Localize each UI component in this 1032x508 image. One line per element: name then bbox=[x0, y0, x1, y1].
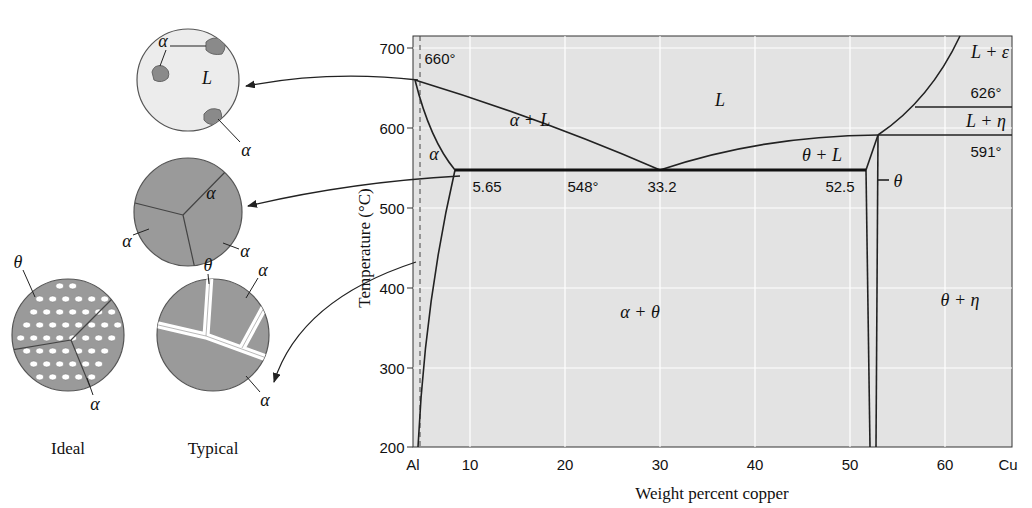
axis-tick: 500 bbox=[379, 201, 404, 216]
leader-line bbox=[246, 376, 260, 392]
leader-line bbox=[133, 229, 149, 235]
microstructure-circle: ααα bbox=[133, 157, 243, 267]
circle-outline bbox=[133, 157, 243, 267]
phase-region: L bbox=[715, 91, 725, 109]
microstructure-circle: αLα bbox=[136, 28, 240, 132]
axis-tick: 50 bbox=[842, 457, 859, 472]
grid bbox=[413, 36, 1012, 447]
composition-value: 33.2 bbox=[647, 179, 676, 194]
caption-label: Ideal bbox=[51, 440, 85, 457]
phase-label: L bbox=[202, 69, 212, 87]
axis-tick: 60 bbox=[937, 457, 954, 472]
ticks bbox=[407, 48, 413, 447]
phase-label: α bbox=[158, 32, 167, 50]
phase-label: α bbox=[122, 232, 131, 250]
leader-line bbox=[170, 46, 206, 47]
phase-label: α bbox=[260, 391, 269, 409]
plot-area bbox=[413, 36, 1012, 447]
arrows bbox=[246, 76, 460, 382]
phase-label: α bbox=[258, 261, 267, 279]
axis-tick: 400 bbox=[379, 281, 404, 296]
axis-tick: 20 bbox=[557, 457, 574, 472]
temperature-value: 626° bbox=[970, 85, 1001, 100]
temperature-value: 591° bbox=[970, 144, 1001, 159]
axis-tick: 200 bbox=[379, 440, 404, 455]
phase-label: α bbox=[90, 395, 99, 413]
phase-boundaries bbox=[415, 36, 1012, 447]
leader-line bbox=[160, 50, 166, 66]
phase-label: θ bbox=[204, 256, 213, 274]
leader-line bbox=[23, 270, 35, 297]
composition-value: 52.5 bbox=[825, 179, 854, 194]
leader-line bbox=[208, 274, 209, 284]
temperature-value: 548° bbox=[567, 179, 598, 194]
leader-line bbox=[246, 278, 258, 298]
phase-region: α bbox=[429, 145, 438, 163]
phase-label: α bbox=[240, 242, 249, 260]
phase-label: θ bbox=[14, 253, 23, 271]
phase-region: α + L bbox=[510, 111, 551, 129]
axis-tick: Al bbox=[406, 457, 419, 472]
phase-region: α + θ bbox=[620, 303, 659, 321]
temperature-value: 660° bbox=[424, 51, 455, 66]
phase-label: α bbox=[241, 141, 250, 159]
axis-tick: 700 bbox=[379, 41, 404, 56]
leader-line bbox=[87, 378, 93, 395]
axis-tick: 300 bbox=[379, 361, 404, 376]
microstructure-circle: θααTypical bbox=[156, 278, 270, 392]
axis-tick: 600 bbox=[379, 121, 404, 136]
axis-tick: 10 bbox=[462, 457, 479, 472]
eutectic-line bbox=[455, 168, 866, 171]
phase-region: L + ε bbox=[971, 43, 1009, 61]
phase-region: θ bbox=[894, 172, 903, 190]
axis-tick: Cu bbox=[998, 457, 1017, 472]
circle-outline bbox=[11, 278, 125, 392]
caption-label: Typical bbox=[188, 440, 239, 457]
phase-region: θ + L bbox=[802, 146, 842, 164]
leader-line bbox=[223, 243, 239, 249]
axis-title: Weight percent copper bbox=[635, 485, 788, 502]
axis-title: Temperature (°C) bbox=[356, 188, 373, 307]
microstructure-circle: θαIdeal bbox=[11, 278, 125, 392]
circle-outline bbox=[156, 278, 270, 392]
phase-label: α bbox=[206, 184, 215, 202]
axis-tick: 40 bbox=[747, 457, 764, 472]
axis-tick: 30 bbox=[652, 457, 669, 472]
circle-outline bbox=[136, 28, 240, 132]
leader-line bbox=[218, 119, 240, 142]
phase-region: L + η bbox=[966, 112, 1006, 130]
phase-region: θ + η bbox=[941, 291, 980, 309]
composition-value: 5.65 bbox=[472, 179, 501, 194]
